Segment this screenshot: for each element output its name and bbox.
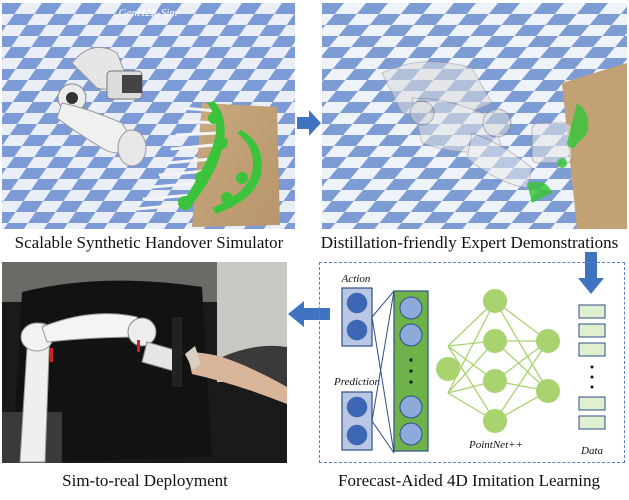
arrow-right-icon [297, 110, 321, 136]
pointnet-edges [447, 300, 549, 422]
demonstrations-panel [322, 3, 627, 229]
output-connectors [371, 290, 395, 454]
pointnet-nodes [436, 289, 560, 433]
feature-cell [399, 323, 423, 347]
arrow-down-icon [578, 252, 604, 294]
learning-caption: Forecast-Aided 4D Imitation Learning [337, 471, 600, 490]
human-arm [185, 345, 287, 404]
feature-cell [399, 296, 423, 320]
data-ellipsis [590, 365, 594, 389]
learning-panel: Action Prediction [319, 262, 625, 463]
prediction-label: Prediction [333, 376, 381, 388]
arrow-left-icon [288, 301, 330, 327]
deployment-scene [2, 262, 287, 463]
hand-trajectory [527, 103, 589, 203]
action-cell [345, 318, 369, 342]
real-robot-arm [19, 313, 183, 463]
data-label: Data [580, 445, 604, 457]
deployment-caption: Sim-to-real Deployment [62, 471, 228, 490]
prediction-cell [345, 395, 369, 419]
hand-object-trajectory [178, 101, 262, 214]
action-cell [345, 291, 369, 315]
robot-arm [56, 46, 147, 167]
prediction-cell [345, 423, 369, 447]
trajectory-grippers [135, 106, 220, 211]
demonstrations-caption: Distillation-friendly Expert Demonstrati… [320, 233, 619, 252]
demonstrations-scene [322, 3, 627, 229]
feature-cell [399, 422, 423, 446]
network-diagram: Action Prediction [333, 273, 606, 457]
pointnet-label: PointNet++ [468, 439, 523, 451]
ghost-robot-arms [381, 61, 573, 189]
simulator-scene: GenH2R-Sim [2, 3, 295, 229]
deployment-panel [2, 262, 287, 463]
feature-ellipsis [409, 358, 413, 384]
data-stack [578, 304, 606, 430]
simulator-panel: GenH2R-Sim [2, 3, 295, 229]
simulator-label: GenH2R-Sim [119, 7, 178, 19]
action-label: Action [341, 273, 371, 285]
feature-cell [399, 395, 423, 419]
simulator-caption: Scalable Synthetic Handover Simulator [14, 233, 284, 252]
